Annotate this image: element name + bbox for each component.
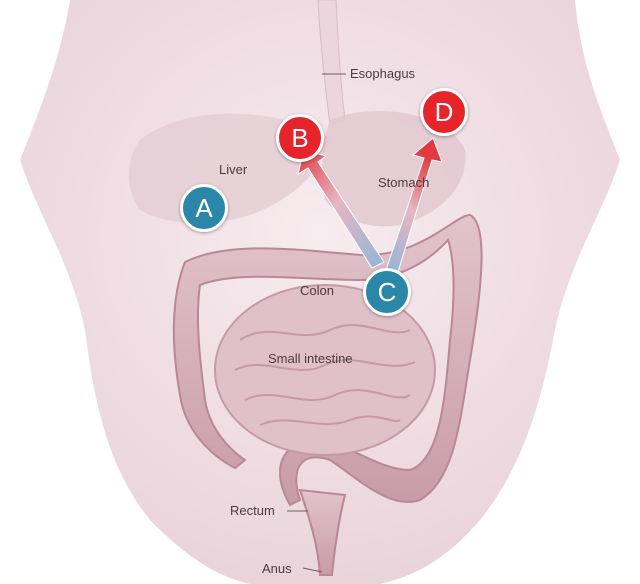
marker-d[interactable]: D <box>420 88 468 136</box>
label-anus: Anus <box>262 561 292 576</box>
label-liver: Liver <box>219 162 247 177</box>
label-colon: Colon <box>300 283 334 298</box>
marker-b[interactable]: B <box>276 114 324 162</box>
label-stomach: Stomach <box>378 175 429 190</box>
label-rectum: Rectum <box>230 503 275 518</box>
marker-c[interactable]: C <box>363 268 411 316</box>
label-small-intestine: Small intestine <box>268 351 353 366</box>
label-esophagus: Esophagus <box>350 66 415 81</box>
marker-a[interactable]: A <box>180 184 228 232</box>
